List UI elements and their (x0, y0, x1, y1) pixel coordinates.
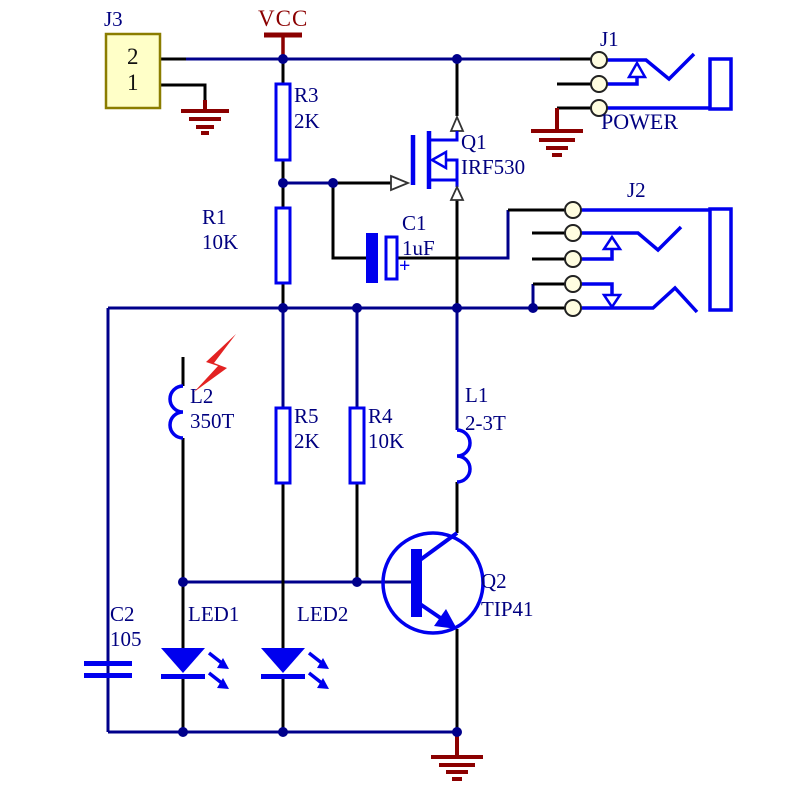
capacitor-c2-symbol[interactable] (84, 661, 132, 678)
label-l2-value: 350T (190, 409, 235, 433)
label-r5-value: 2K (294, 429, 320, 453)
label-r4-value: 10K (368, 429, 405, 453)
resistor-r5-symbol[interactable] (274, 406, 292, 485)
label-j3-pin2: 2 (127, 44, 139, 69)
led1-symbol[interactable] (161, 648, 229, 689)
junction-dots (178, 54, 538, 737)
label-l1-value: 2-3T (465, 411, 506, 435)
label-c1-value: 1uF (402, 236, 435, 260)
led2-symbol[interactable] (261, 648, 329, 689)
label-j3-pin1: 1 (127, 70, 139, 95)
ground-symbol-j3[interactable] (181, 100, 229, 135)
inductor-l1-symbol[interactable] (456, 428, 472, 484)
label-j1-ref: J1 (600, 27, 619, 51)
label-q1-ref: Q1 (461, 130, 487, 154)
resistor-r3-symbol[interactable] (274, 59, 292, 183)
ground-symbol-j1[interactable] (531, 108, 583, 157)
label-l1-ref: L1 (465, 383, 489, 407)
jack-j2-symbol[interactable] (564, 201, 733, 317)
label-led2-ref: LED2 (297, 602, 349, 626)
label-c2-ref: C2 (110, 602, 135, 626)
label-r1-ref: R1 (202, 205, 227, 229)
label-r4-ref: R4 (368, 404, 393, 428)
label-c2-value: 105 (110, 627, 142, 651)
transistor-q2-symbol[interactable] (381, 531, 485, 635)
label-c1-polarity: + (399, 255, 411, 277)
resistor-r1-symbol[interactable] (274, 183, 292, 308)
label-j1-power: POWER (601, 109, 678, 134)
label-c1-ref: C1 (402, 211, 427, 235)
label-r5-ref: R5 (294, 404, 319, 428)
connector-j3-symbol[interactable] (104, 32, 162, 110)
inductor-l2-symbol[interactable] (168, 384, 184, 440)
label-q2-value: TIP41 (481, 597, 534, 621)
label-q2-ref: Q2 (481, 569, 507, 593)
ground-symbol-main[interactable] (431, 732, 483, 781)
label-r1-value: 10K (202, 230, 239, 254)
label-j3-ref: J3 (104, 7, 123, 31)
label-j2-ref: J2 (627, 178, 646, 202)
jack-j1-symbol[interactable] (590, 51, 733, 117)
label-l2-ref: L2 (190, 384, 214, 408)
mosfet-q1-symbol[interactable] (390, 59, 465, 201)
label-q1-value: IRF530 (461, 155, 526, 179)
label-r3-ref: R3 (294, 83, 319, 107)
label-vcc-net: VCC (258, 6, 309, 31)
capacitor-c1-symbol[interactable] (366, 233, 399, 283)
label-led1-ref: LED1 (188, 602, 240, 626)
resistor-r4-symbol[interactable] (348, 406, 366, 485)
label-r3-value: 2K (294, 109, 320, 133)
